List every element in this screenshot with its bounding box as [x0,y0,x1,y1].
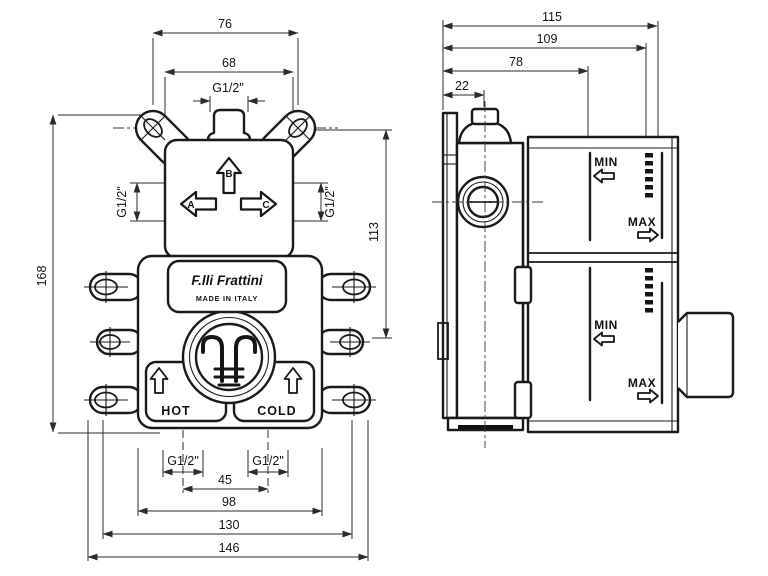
dim-g12-left: G1/2" [115,186,129,218]
dim-68: 68 [222,56,236,70]
cartridge-box: MIN MAX MIN MAX [513,135,680,434]
max-label-upper: MAX [628,215,656,229]
cold-label: COLD [257,404,296,418]
min-label-upper: MIN [594,155,618,169]
wall-plate [437,111,459,420]
dim-78: 78 [509,55,523,69]
side-tabs [84,271,376,416]
dim-115: 115 [542,10,562,24]
box-clip-lower [513,380,533,420]
outlet-spigot [677,311,735,399]
outlet-c-label: C [262,200,269,211]
dim-146: 146 [219,541,240,555]
hot-label: HOT [161,404,190,418]
dim-130: 130 [219,518,240,532]
outlet-b-label: B [225,169,232,180]
front-view: 76 68 G1/2" G1/2" G1/2" 168 [35,17,392,561]
emblem-rungs [213,367,245,387]
logo-plate: F.lli Frattini MADE IN ITALY [166,259,288,314]
max-label-lower: MAX [628,376,656,390]
box-clip-upper [513,265,533,305]
dim-g12-top: G1/2" [212,81,244,95]
side-valve-body [446,107,525,432]
dim-45: 45 [218,473,232,487]
plate-clip [437,322,449,360]
made-in-italy: MADE IN ITALY [196,294,258,303]
outlet-a-label: A [187,200,194,211]
side-view-dimensions: 115 109 78 22 [442,10,659,150]
dim-113: 113 [367,222,381,242]
front-view-dimensions: 76 68 G1/2" G1/2" G1/2" 168 [35,17,392,561]
dim-168: 168 [35,266,49,287]
dim-109: 109 [537,32,558,46]
dim-g12-right: G1/2" [323,186,337,218]
outlet-arrows: B A C [179,156,278,218]
emblem-glyph [201,334,257,383]
brand-name: F.lli Frattini [191,273,263,288]
dim-22: 22 [455,79,469,93]
side-view: 115 109 78 22 [432,10,735,448]
min-label-lower: MIN [594,318,618,332]
dim-76: 76 [218,17,232,31]
dim-98: 98 [222,495,236,509]
top-fitting-cap [206,108,252,142]
brand-emblem [181,309,277,405]
